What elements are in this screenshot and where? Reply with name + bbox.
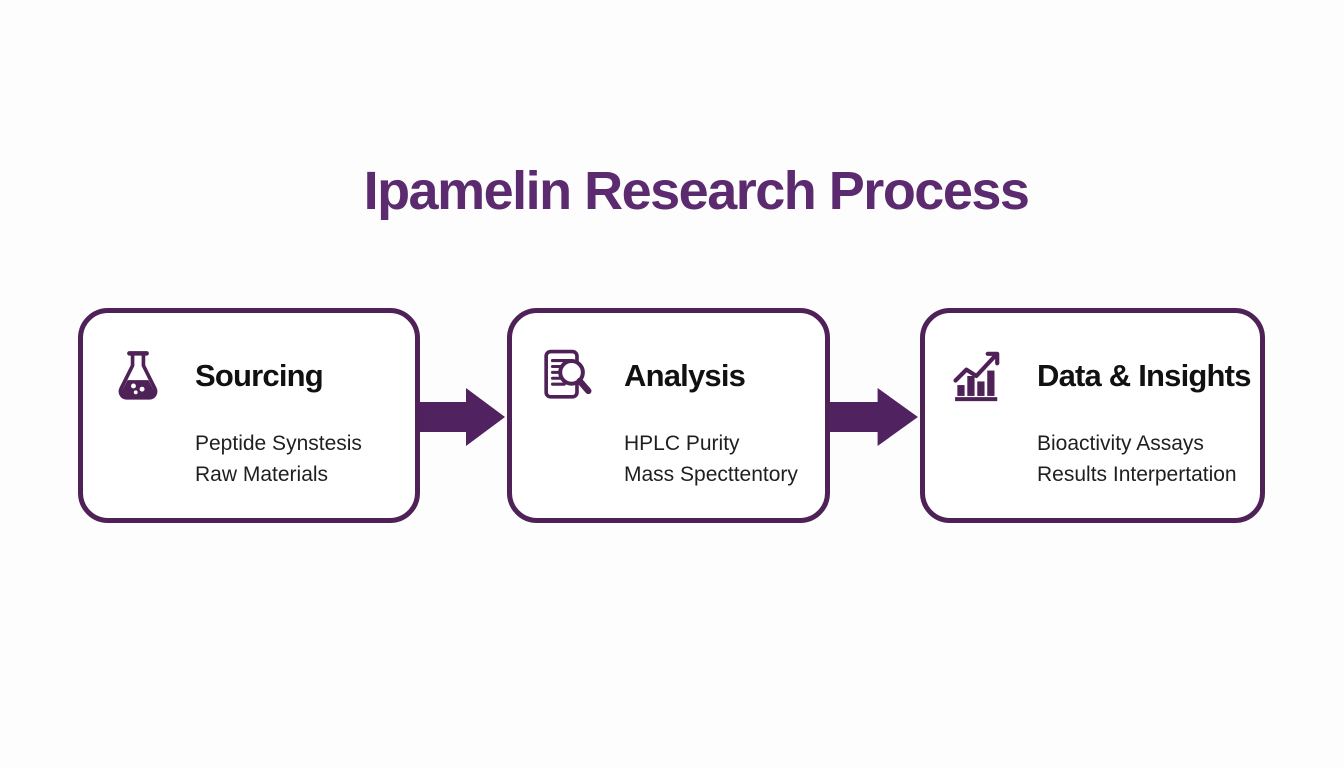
step-item: HPLC Purity bbox=[624, 432, 740, 455]
step-title-data-insights: Data & Insights bbox=[1037, 358, 1251, 393]
step-title-analysis: Analysis bbox=[624, 358, 746, 393]
step-item: Mass Specttentory bbox=[624, 463, 798, 486]
page-title: Ipamelin Research Process bbox=[363, 161, 1030, 221]
step-item: Peptide Synstesis bbox=[195, 432, 362, 455]
step-title-sourcing: Sourcing bbox=[195, 358, 324, 393]
step-items-data-insights: Bioactivity Assays Results Interpertatio… bbox=[1037, 428, 1251, 490]
process-flow: Sourcing Peptide Synstesis Raw Materials bbox=[78, 308, 1265, 523]
bar-chart-growth-icon bbox=[951, 347, 1009, 405]
arrow-right-icon bbox=[420, 385, 507, 449]
step-item: Bioactivity Assays bbox=[1037, 432, 1204, 455]
step-item: Results Interpertation bbox=[1037, 463, 1237, 486]
step-box-data-insights: Data & Insights Bioactivity Assays Resul… bbox=[920, 308, 1265, 523]
document-search-icon bbox=[538, 347, 596, 405]
flask-icon bbox=[109, 347, 167, 405]
arrow-right-icon bbox=[830, 385, 920, 449]
step-box-sourcing: Sourcing Peptide Synstesis Raw Materials bbox=[78, 308, 420, 523]
step-items-analysis: HPLC Purity Mass Specttentory bbox=[624, 428, 811, 490]
step-box-analysis: Analysis HPLC Purity Mass Specttentory bbox=[507, 308, 830, 523]
step-items-sourcing: Peptide Synstesis Raw Materials bbox=[195, 428, 401, 490]
step-item: Raw Materials bbox=[195, 463, 329, 486]
